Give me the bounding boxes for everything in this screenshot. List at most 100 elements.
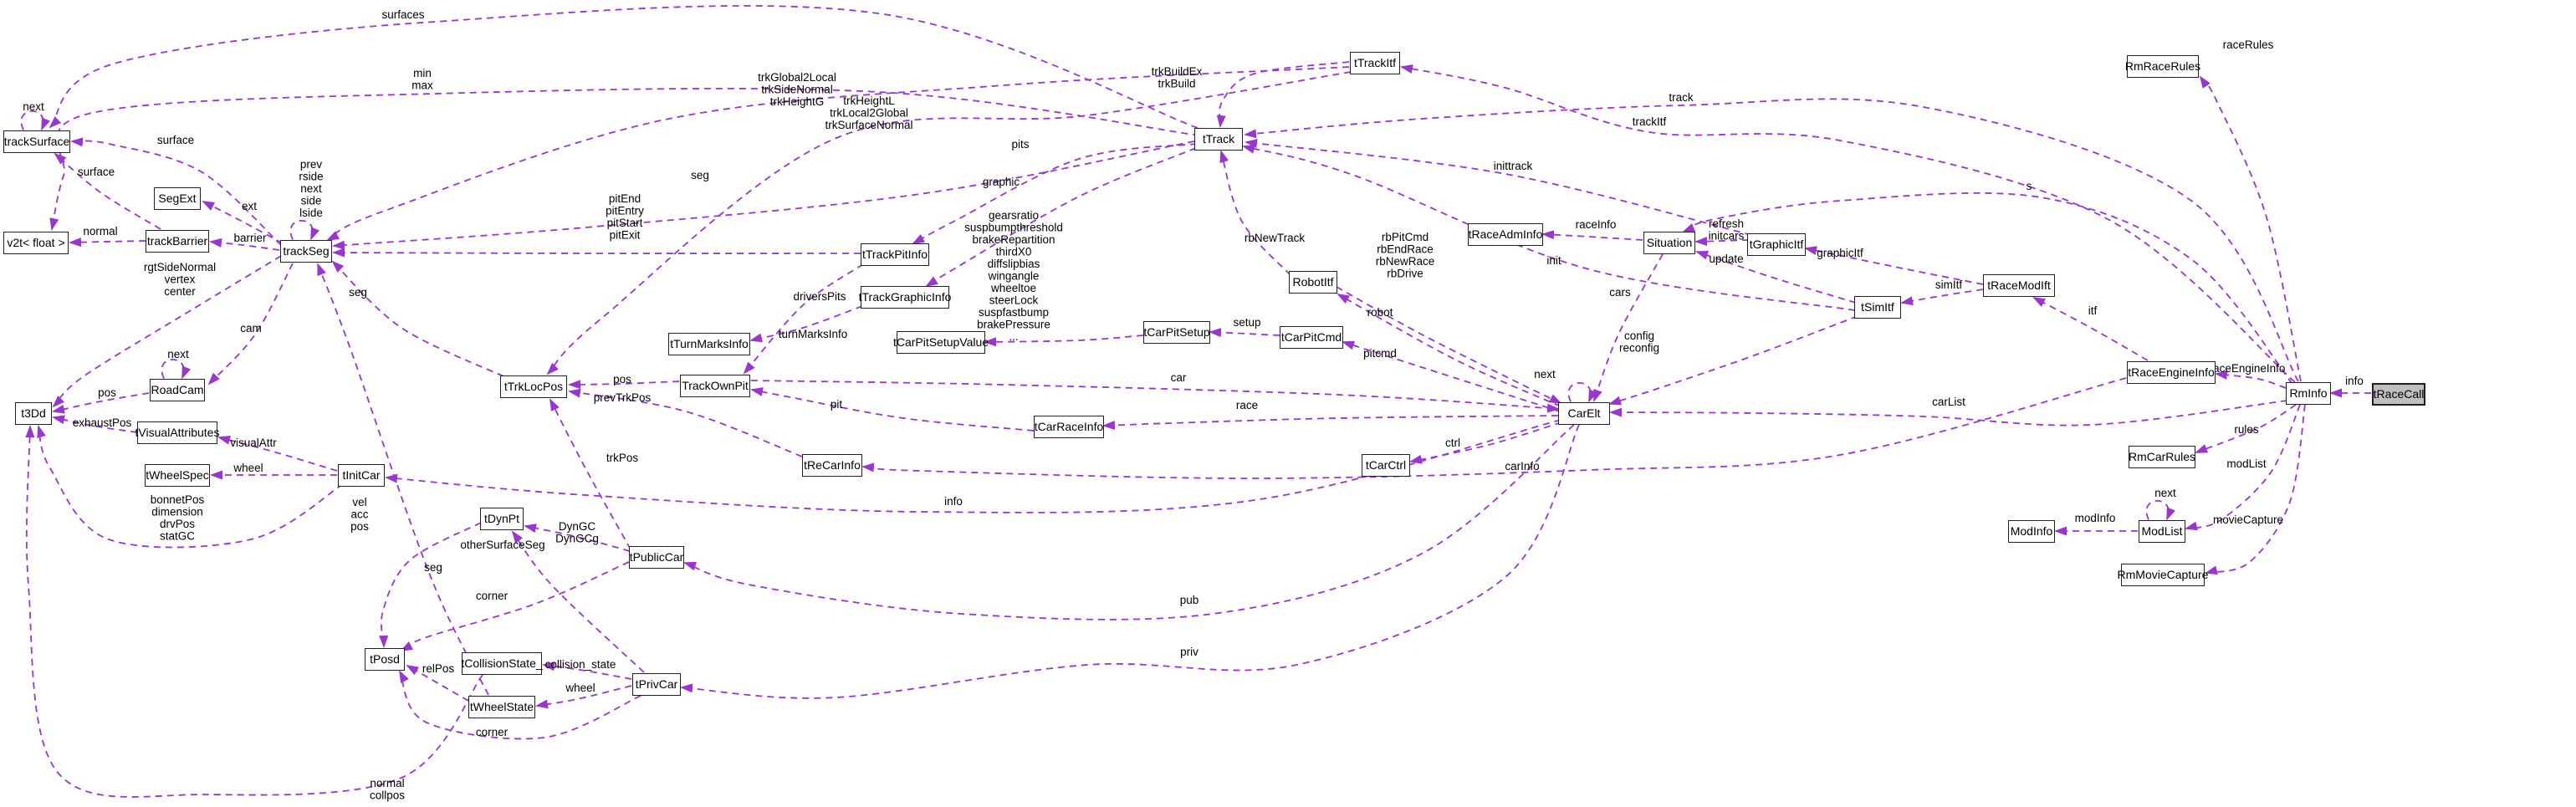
edge-label-next-CarElt: next [1534,368,1556,381]
edge-trackSeg-t3Dd [52,255,282,408]
edge-label-race-CarElt: race [1236,399,1258,411]
edge-label-movieCapture-RmInfo: movieCapture [2213,513,2283,526]
edge-label-pos-RoadCam: pos [98,386,116,399]
edge-trackSeg-trackBarrier [209,238,280,251]
edge-RmInfo-tTrack [1244,98,2299,382]
edge-trackBarrier-v2tfloat [69,238,146,248]
edge-tGraphicItf-tTrack [1245,139,1752,236]
node-tPublicCar[interactable]: tPublicCar [629,545,684,569]
node-tInitCar[interactable]: tInitCar [338,463,385,487]
node-tWheelSpec[interactable]: tWheelSpec [145,463,210,487]
edge-label-ctrl-CarElt: ctrl [1445,437,1460,449]
node-ModList[interactable]: ModList [2139,519,2185,543]
node-tRaceModIft[interactable]: tRaceModIft [1983,273,2055,297]
edge-tTrack-trackSurface [49,5,1199,129]
edge-label-carList-RmInfo: carList [1932,396,1965,408]
node-tCarPitSetup[interactable]: tCarPitSetup [1143,320,1210,344]
node-v2tfloat[interactable]: v2t< float > [3,231,69,254]
node-tTrack[interactable]: tTrack [1194,127,1243,151]
node-tRaceAdmInfo[interactable]: tRaceAdmInfo [1468,222,1543,246]
edge-tTrackPitInfo-TrackOwnPit [743,263,864,375]
edge-CarElt-tCarPitCmd [1342,340,1561,412]
node-tGraphicItf[interactable]: tGraphicItf [1747,232,1806,256]
edge-label-wheel-tPrivCar: wheel [565,682,595,694]
edge-RmInfo-CarElt [1609,400,2288,426]
node-Situation[interactable]: Situation [1643,231,1695,254]
node-tTurnMarksInfo[interactable]: tTurnMarksInfo [668,332,750,355]
node-SegExt[interactable]: SegExt [154,186,201,210]
node-trackSurface[interactable]: trackSurface [3,130,70,153]
edge-label-pit-tCarRaceInfo: pit [831,398,843,411]
node-tCollisionState_[interactable]: tCollisionState_ [461,651,543,675]
edge-tPublicCar-tDynPt [524,524,631,552]
node-ModInfo[interactable]: ModInfo [2008,519,2055,543]
edge-RmInfo-tRaceEngineInfo [2215,370,2287,389]
node-RmCarRules[interactable]: RmCarRules [2129,445,2195,468]
edge-tTrack-tTrackPitInfo [912,143,1198,244]
edge-label-inittrack-tGraphicItf: inittrack [1494,160,1533,172]
edge-tTrackItf-tTrack [1216,61,1350,128]
edge-label-trkPos-tPublicCar: trkPos [606,452,639,464]
edge-label-raceRules-RmInfo: raceRules [2223,38,2274,51]
edge-label-collisionstate-tPrivCar: collision_state [545,658,616,671]
node-RmInfo[interactable]: RmInfo [2286,381,2331,405]
edge-TrackOwnPit-tTrkLocPos [568,380,680,390]
node-tDynPt[interactable]: tDynPt [480,507,524,530]
edge-tTrackItf-tTrkLocPos [546,71,1352,375]
node-trackBarrier[interactable]: trackBarrier [146,229,209,253]
node-RoadCam[interactable]: RoadCam [150,378,205,401]
edge-tInitCar-tVisualAttributes [217,436,338,472]
node-tPosd[interactable]: tPosd [365,647,405,671]
node-TrackOwnPit[interactable]: TrackOwnPit [680,374,750,397]
edge-tRaceModIft-tGraphicItf [1804,246,1984,285]
edge-label-barrier-trackSeg: barrier [233,232,267,244]
node-RmRaceRules[interactable]: RmRaceRules [2125,54,2200,78]
node-tCarRaceInfo[interactable]: tCarRaceInfo [1034,415,1104,438]
node-tTrackItf[interactable]: tTrackItf [1350,51,1400,74]
node-RobotItf[interactable]: RobotItf [1289,270,1337,294]
edge-RmInfo-RmCarRules [2195,404,2297,453]
node-t3Dd[interactable]: t3Dd [15,401,52,425]
node-tTrkLocPos[interactable]: tTrkLocPos [500,375,567,398]
edge-CarElt-RobotItf [1337,294,1561,407]
edge-label-seg-tTrkLocPos: seg [349,286,367,299]
edge-label-rbNewTrack-RobotItf: rbNewTrack [1245,232,1306,244]
edge-label-carInfo-tRaceEngineInfo: carInfo [1505,460,1539,472]
edge-label-modList-RmInfo: modList [2226,457,2267,470]
edge-tCarRaceInfo-TrackOwnPit [750,387,1035,432]
edge-label-corner-tPrivCar: corner [476,726,509,738]
node-tVisualAttributes[interactable]: tVisualAttributes [135,421,219,444]
edge-label-trackItf-RmInfo: trackItf [1633,115,1667,128]
edge-label-seg-tTrack: seg [691,169,709,181]
node-RmMovieCapture[interactable]: RmMovieCapture [2118,563,2208,586]
edge-trackSurface-trackSurface-loop [20,110,51,131]
node-tSimItf[interactable]: tSimItf [1854,295,1901,319]
node-tReCarInfo[interactable]: tReCarInfo [802,453,862,477]
edge-tTrack-tTrackGraphicInfo [925,147,1197,288]
edge-label-graphicItf-tRaceModIft: graphicItf [1817,247,1863,259]
node-tRaceEngineInfo[interactable]: tRaceEngineInfo [2127,360,2216,384]
edge-label-graphic-tTrack: graphic [983,176,1020,188]
node-tTrackPitInfo[interactable]: tTrackPitInfo [861,243,929,266]
edge-label-surfaces-tTrack: surfaces [381,8,424,21]
edge-tRaceEngineInfo-tRaceModIft [2032,297,2149,361]
node-tWheelState[interactable]: tWheelState [468,695,535,718]
node-tCarPitSetupValue[interactable]: tCarPitSetupValue [893,330,989,354]
edge-CarElt-tCarCtrl [1409,421,1562,464]
node-tCarPitCmd[interactable]: tCarPitCmd [1280,325,1343,349]
edge-RmInfo-Situation [1682,192,2293,385]
edge-label-pits-tTrack: pits [1011,138,1029,151]
edge-tWheelState-tPosd [406,665,469,702]
node-tCarCtrl[interactable]: tCarCtrl [1362,453,1410,477]
node-tTrackGraphicInfo[interactable]: tTrackGraphicInfo [859,285,951,309]
node-tPrivCar[interactable]: tPrivCar [632,672,681,696]
edge-label-info-CarElt: info [944,495,963,508]
edge-label-raceEngineInfo-RmInfo: raceEngineInfo [2210,362,2286,375]
node-trackSeg[interactable]: trackSeg [280,239,332,263]
node-CarElt[interactable]: CarElt [1558,401,1610,425]
edge-label-car-TrackOwnPit: car [1171,371,1187,384]
edge-CarElt-tInitCar [385,419,1561,513]
